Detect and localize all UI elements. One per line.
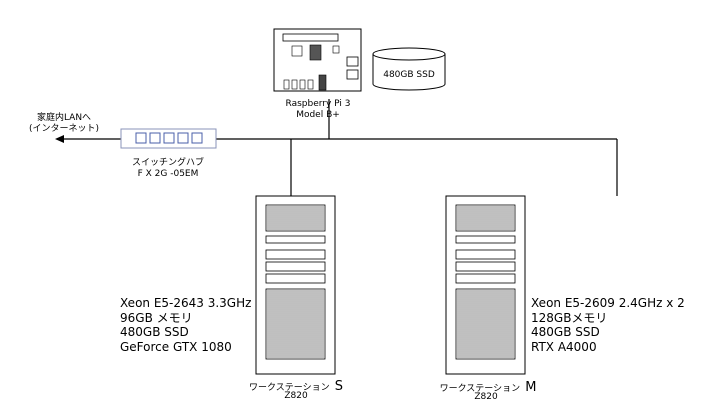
workstation-m-tower	[445, 195, 526, 375]
grille-bottom-hatch	[457, 290, 514, 358]
workstation-m-specs: Xeon E5-2609 2.4GHz x 2 128GBメモリ 480GB S…	[531, 296, 685, 354]
spec-storage: 480GB SSD	[531, 325, 600, 339]
lan-label: 家庭内LANへ (インターネット)	[24, 114, 104, 134]
raspberry-pi-name-line1: Raspberry Pi 3	[285, 99, 351, 109]
lan-label-line2: (インターネット)	[28, 124, 100, 134]
raspberry-pi-name-line2: Model B+	[296, 110, 340, 120]
workstation-s-label-prefix: ワークステーション	[249, 383, 330, 393]
drive-bay-3	[265, 273, 326, 284]
drive-bay-3	[455, 273, 516, 284]
header-pin-1	[283, 79, 290, 90]
workstation-s-tower	[255, 195, 336, 375]
front-grille-top	[455, 204, 516, 232]
cpu-chip	[309, 44, 322, 61]
switch-name-line1: スイッチングハブ	[131, 158, 204, 168]
workstation-s-label-suffix: S	[334, 379, 343, 394]
lan-label-line1: 家庭内LANへ	[36, 113, 92, 123]
hub-port-4	[177, 132, 189, 144]
drive-bay-1	[455, 249, 516, 260]
header-pin-2	[291, 79, 298, 90]
front-grille-bottom	[455, 288, 516, 360]
spec-storage: 480GB SSD	[120, 325, 189, 339]
lan-arrow-icon	[55, 135, 64, 143]
workstation-m-label-suffix: M	[525, 380, 537, 395]
workstation-m-label-prefix: ワークステーション	[439, 384, 521, 394]
usb-port-1	[346, 56, 359, 67]
ram-chip	[291, 45, 303, 57]
ssd-label: 480GB SSD	[383, 70, 435, 80]
hub-port-5	[191, 132, 203, 144]
workstation-s-specs: Xeon E5-2643 3.3GHz 96GB メモリ 480GB SSD G…	[120, 296, 251, 354]
ethernet-port	[318, 74, 327, 91]
grille-top-hatch	[457, 206, 514, 230]
header-pin-3	[299, 79, 306, 90]
optical-bay	[455, 235, 516, 244]
drive-bay-2	[455, 261, 516, 272]
spec-gpu: GeForce GTX 1080	[120, 339, 232, 354]
grille-top-hatch	[267, 206, 324, 230]
spec-cpu: Xeon E5-2643 3.3GHz	[120, 296, 252, 310]
switch-name-line2: F X 2G -05EM	[137, 169, 199, 179]
workstation-m-model: Z820	[474, 392, 498, 402]
small-chip	[332, 45, 340, 54]
switch-label: スイッチングハブ F X 2G -05EM	[118, 159, 218, 179]
spec-gpu: RTX A4000	[531, 339, 597, 354]
spec-memory: 128GBメモリ	[531, 310, 608, 325]
ssd-cylinder-icon	[372, 47, 446, 91]
drive-bay-1	[265, 249, 326, 260]
gpio-header	[282, 33, 339, 42]
hub-port-3	[163, 132, 175, 144]
usb-port-2	[346, 69, 359, 80]
network-lines	[62, 99, 618, 196]
spec-memory: 96GB メモリ	[120, 310, 193, 325]
workstation-s-model: Z820	[284, 391, 308, 401]
hub-port-2	[149, 132, 161, 144]
hub-port-1	[135, 132, 147, 144]
switching-hub	[120, 128, 217, 149]
optical-bay	[265, 235, 326, 244]
grille-bottom-hatch	[267, 290, 324, 358]
drive-bay-2	[265, 261, 326, 272]
front-grille-top	[265, 204, 326, 232]
front-grille-bottom	[265, 288, 326, 360]
raspberry-pi-board	[273, 28, 362, 92]
raspberry-pi-label: Raspberry Pi 3 Model B+	[268, 100, 368, 120]
spec-cpu: Xeon E5-2609 2.4GHz x 2	[531, 296, 685, 310]
header-pin-4	[307, 79, 314, 90]
workstation-s-label: ワークステーション S	[226, 377, 366, 393]
workstation-m-label: ワークステーション M	[418, 378, 558, 394]
